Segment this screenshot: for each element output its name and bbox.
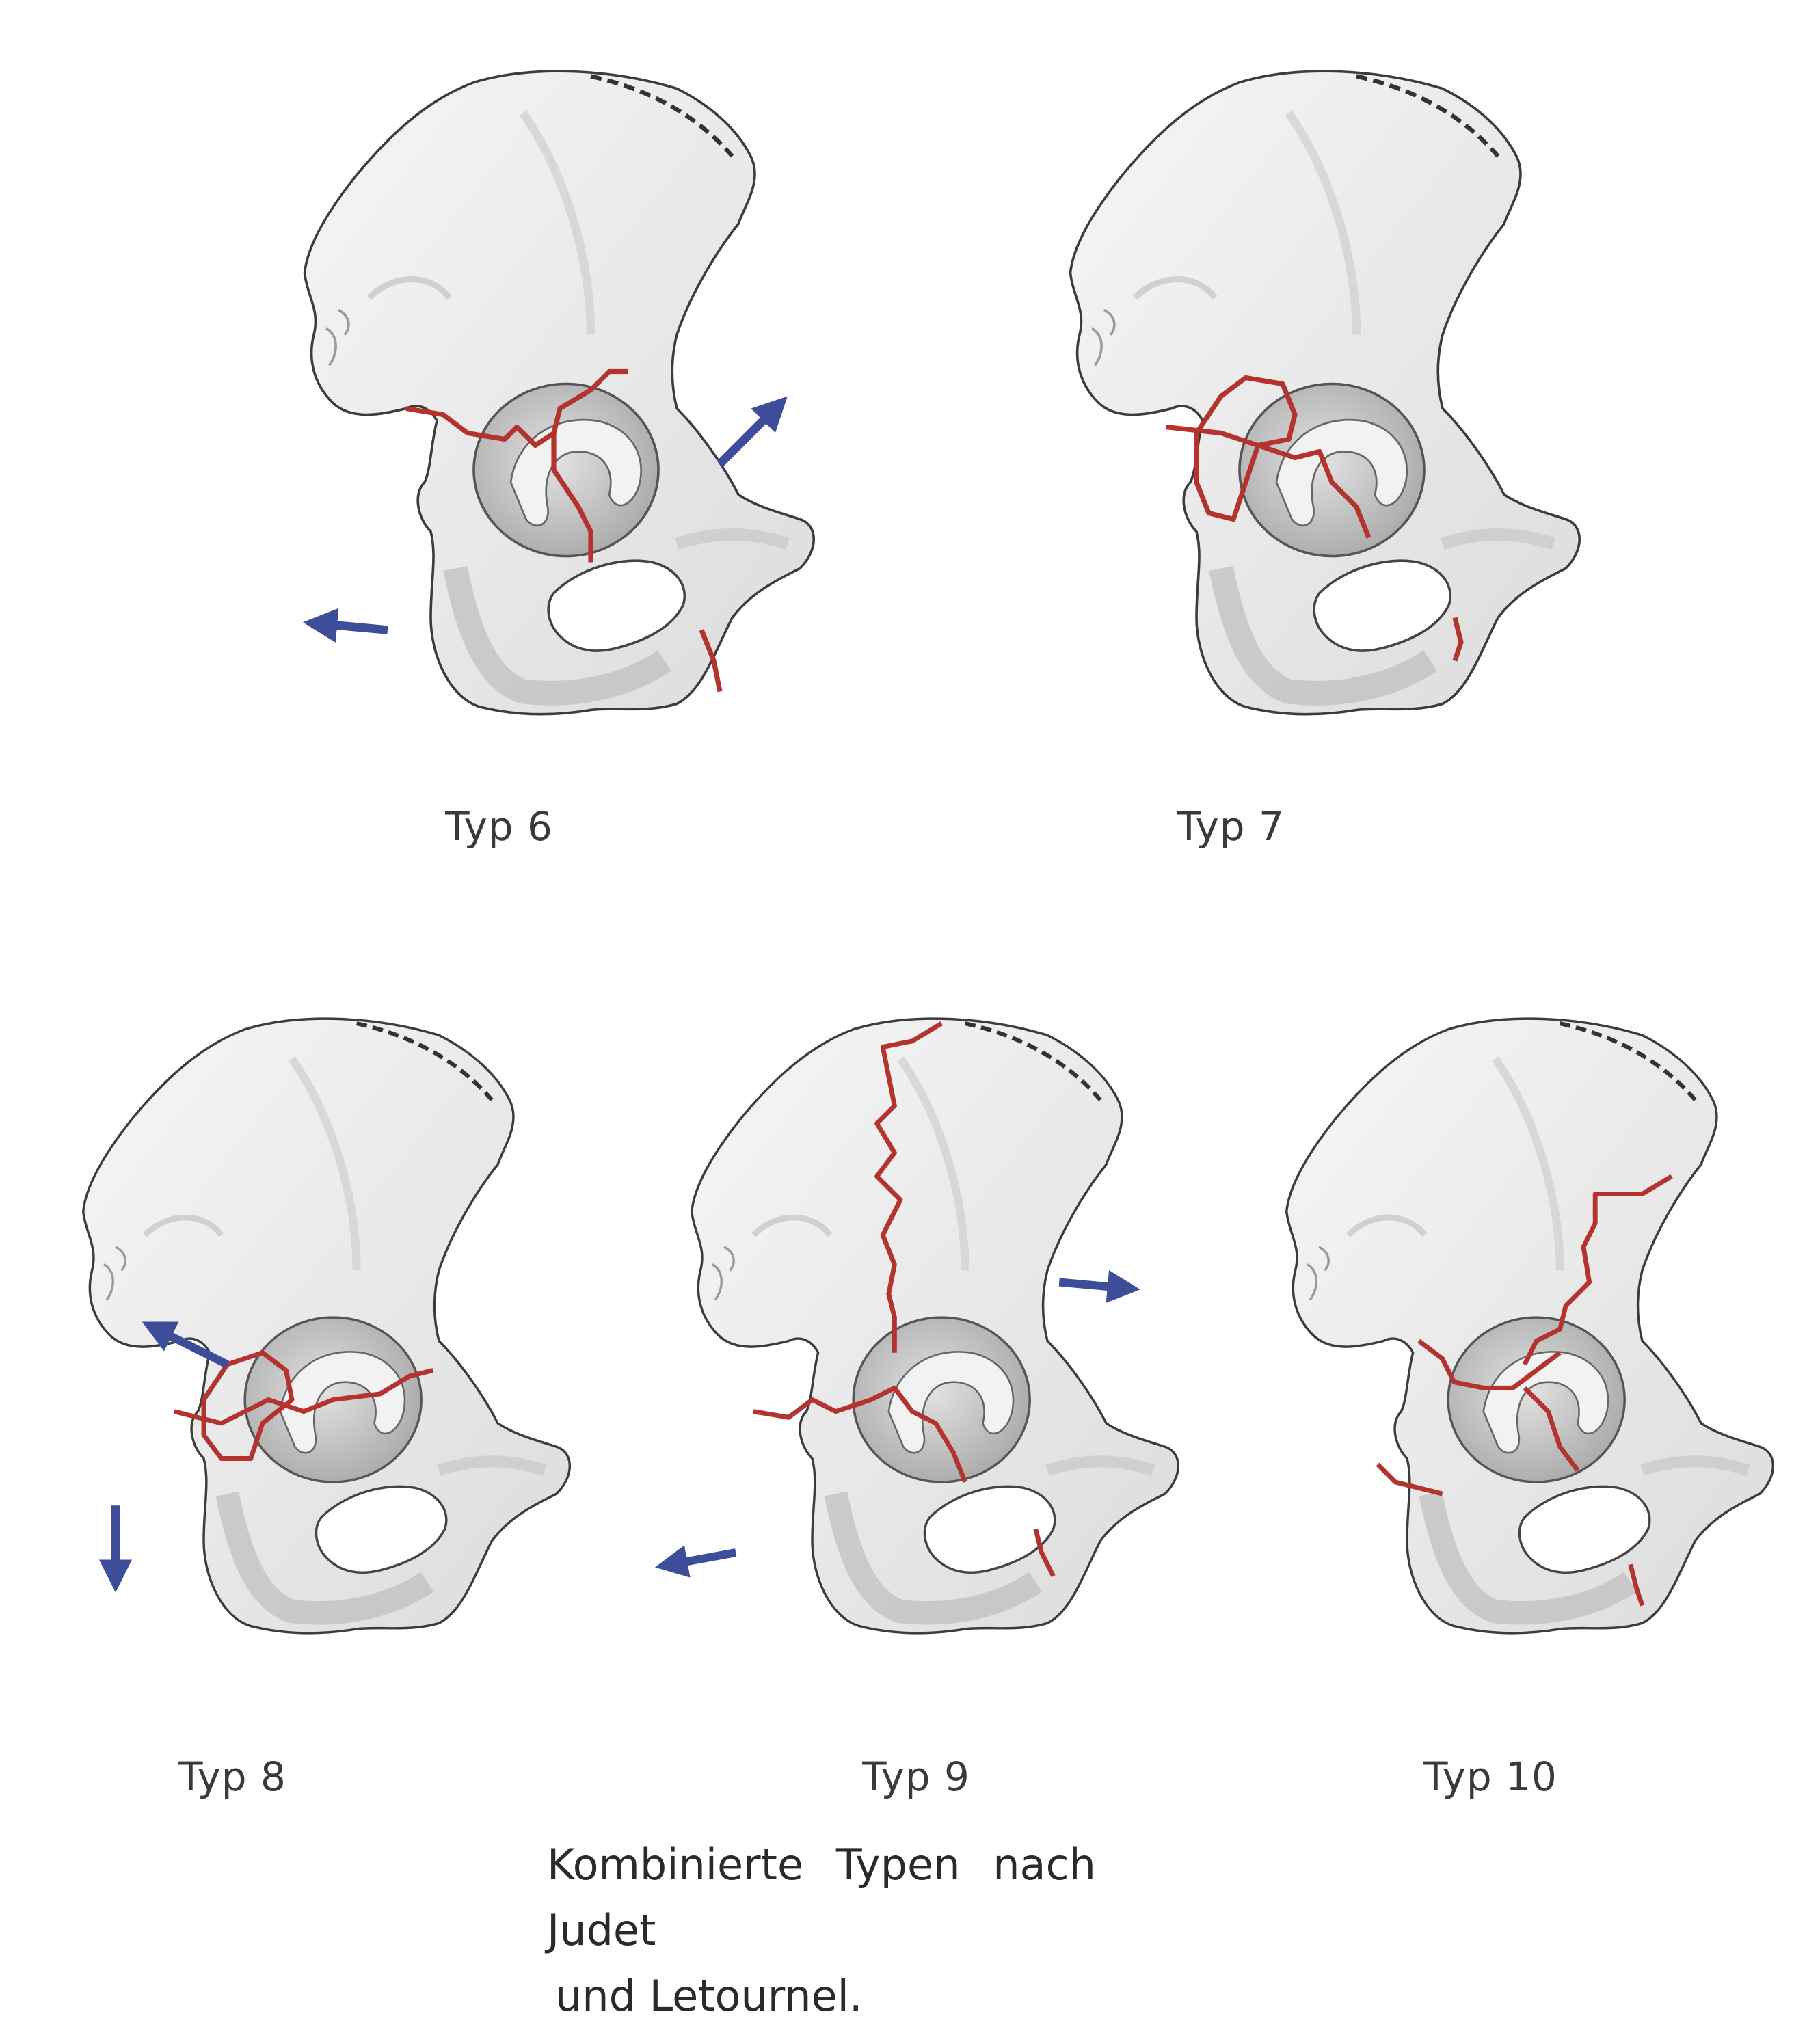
caption-line-2: und Letournel. xyxy=(555,1971,863,2021)
fracture-line xyxy=(753,1021,1056,1578)
figure-label-typ-10: Typ 10 xyxy=(1423,1753,1557,1800)
displacement-arrow xyxy=(654,1545,737,1578)
pelvis-bone-illustration xyxy=(1231,950,1819,1702)
figure-typ-6: Typ 6 xyxy=(246,0,861,850)
pelvis-bone-illustration xyxy=(27,950,615,1702)
displacement-arrow xyxy=(1058,1269,1140,1303)
displacement-arrow xyxy=(302,608,388,643)
figure-typ-10: Typ 10 xyxy=(1231,950,1819,1800)
figure-typ-9: Typ 9 xyxy=(636,950,1224,1800)
fracture-line xyxy=(405,368,723,693)
figure-label-typ-6: Typ 6 xyxy=(445,803,553,850)
figure-label-typ-9: Typ 9 xyxy=(862,1753,970,1800)
displacement-arrow xyxy=(142,1321,230,1369)
pelvis-bone-illustration xyxy=(654,950,1224,1702)
figure-caption: Kombinierte Typen nach Judet und Letourn… xyxy=(547,1832,1217,2029)
pelvis-bone-illustration xyxy=(1012,0,1627,786)
fracture-line xyxy=(1376,1174,1673,1607)
figure-label-typ-8: Typ 8 xyxy=(178,1753,286,1800)
fracture-line xyxy=(1165,375,1464,662)
figure-typ-8: Typ 8 xyxy=(27,950,615,1800)
figure-label-typ-7: Typ 7 xyxy=(1177,803,1285,850)
figure-typ-7: Typ 7 xyxy=(1012,0,1627,850)
fracture-line xyxy=(174,1350,434,1461)
displacement-arrow xyxy=(717,396,788,467)
pelvis-bone-illustration xyxy=(246,0,861,786)
caption-line-1: Kombinierte Typen nach Judet xyxy=(547,1840,1096,1955)
